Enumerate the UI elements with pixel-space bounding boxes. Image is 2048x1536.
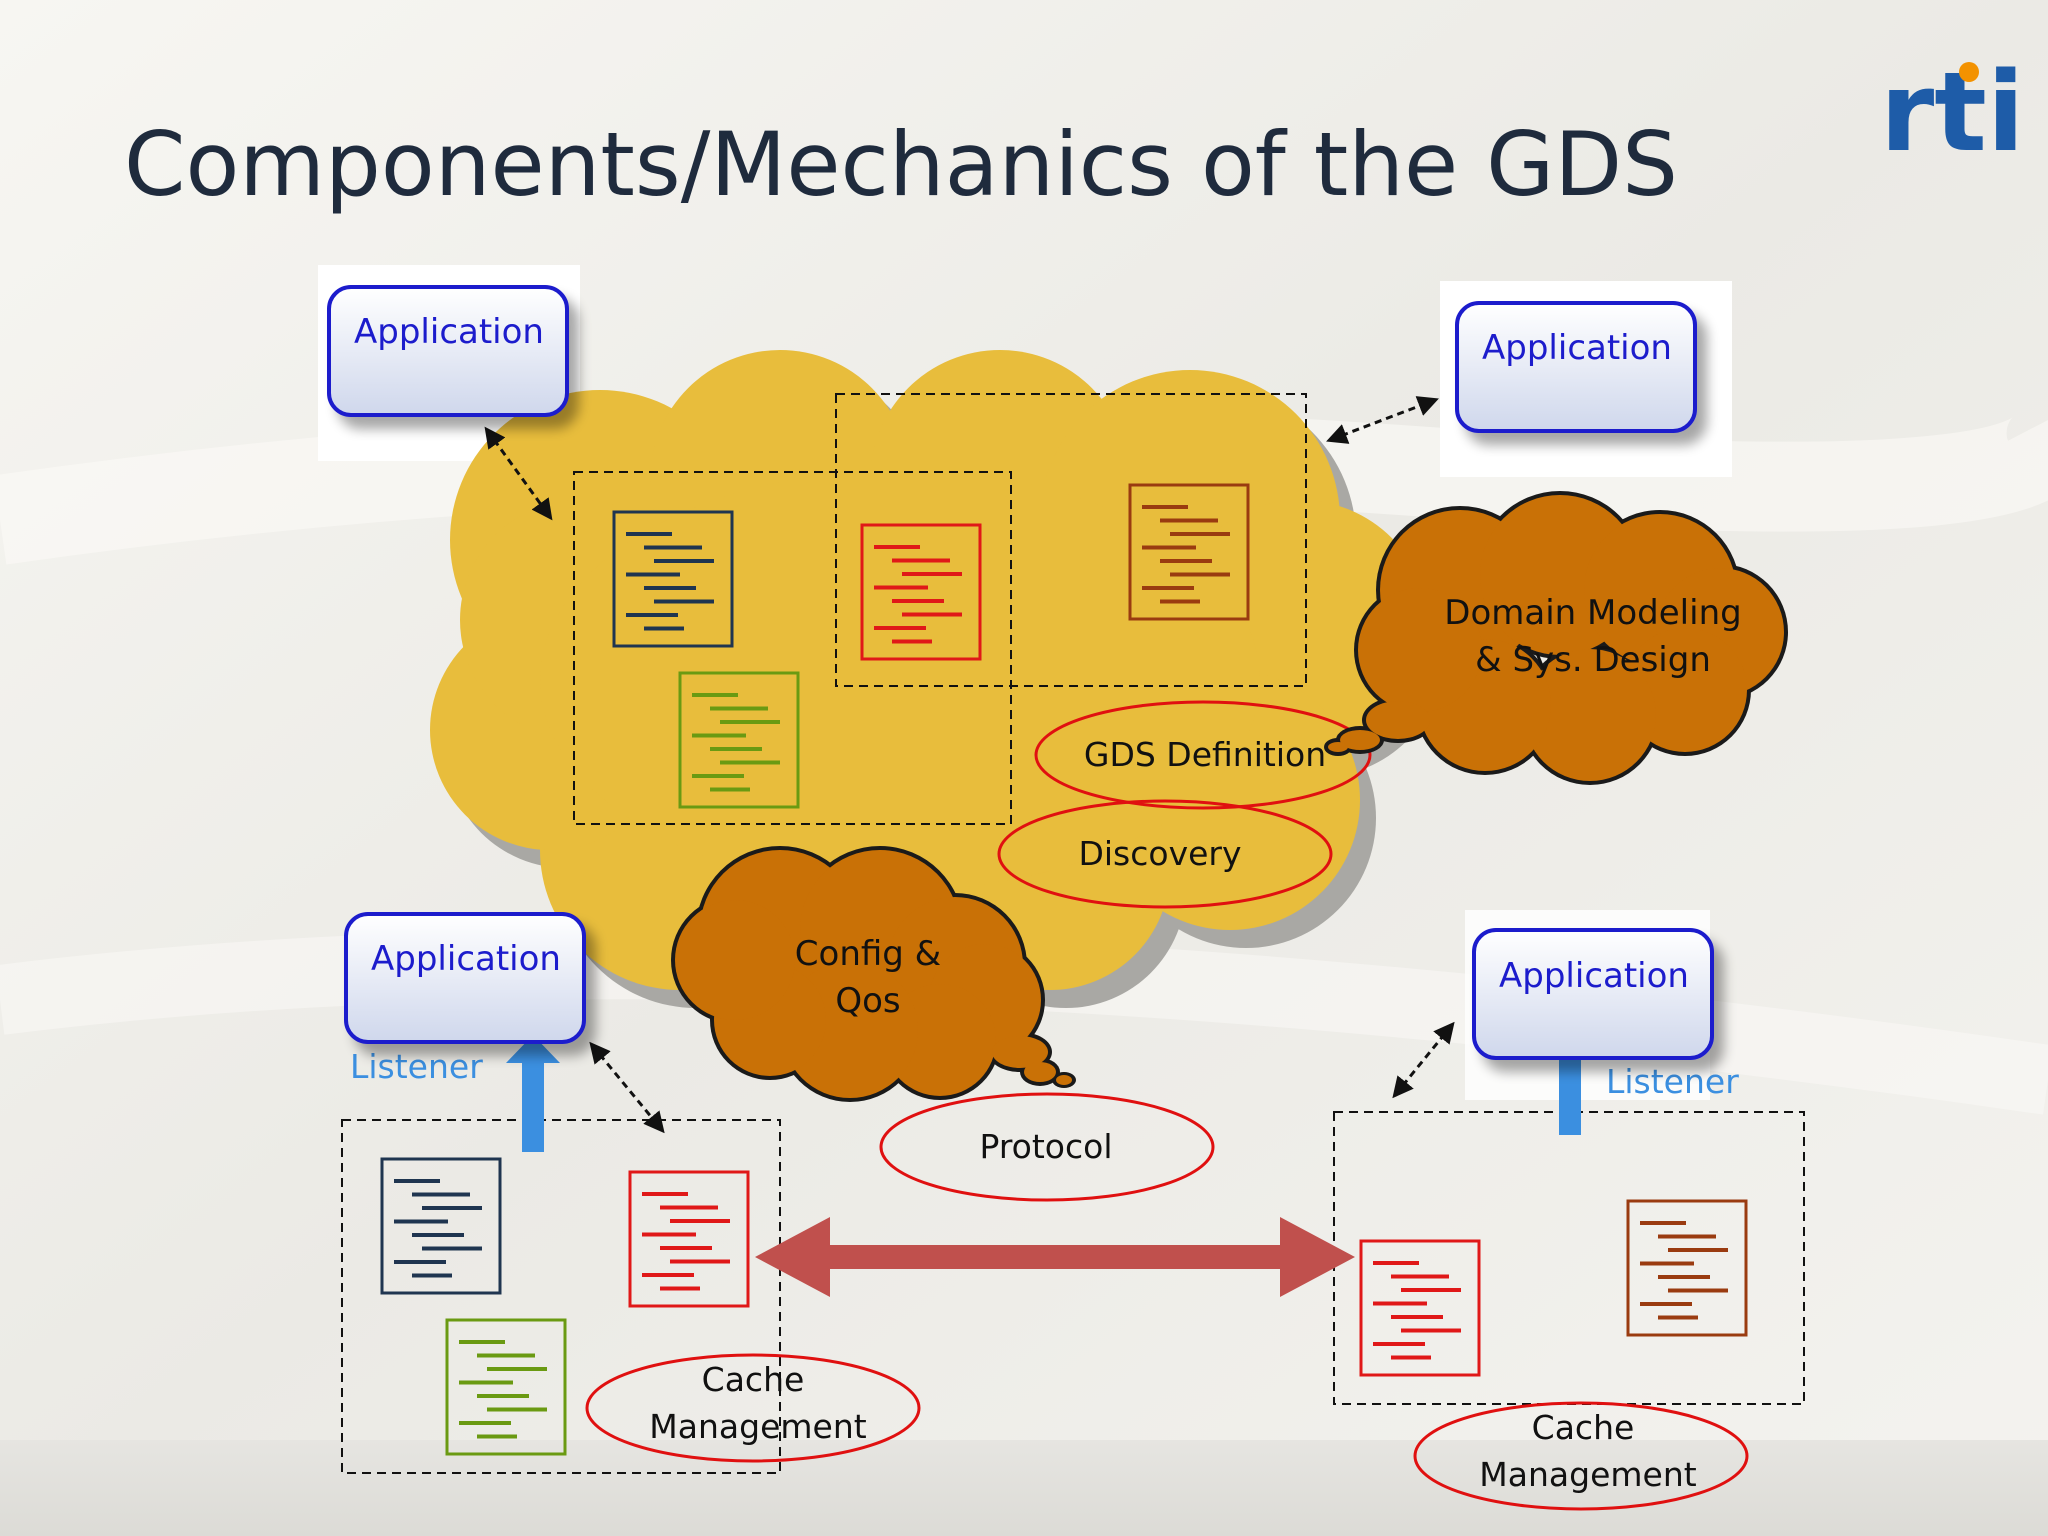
cache-left-label-1: Cache (702, 1360, 805, 1399)
application-box-3[interactable]: Application (344, 912, 586, 1044)
document-frame (860, 523, 982, 661)
application-boxes: Application Application Application Appl… (327, 285, 1714, 1060)
doc-red-gds (860, 523, 982, 661)
cache-right-label-2: Management (1479, 1455, 1696, 1494)
arrow-app1-gds (484, 426, 553, 521)
application-box-4[interactable]: Application (1472, 928, 1714, 1060)
doc-brown-cache-right (1626, 1199, 1748, 1337)
domain-modeling-line-2: & Sys. Design (1475, 640, 1711, 680)
arrow-app4-cache (1392, 1021, 1455, 1099)
config-qos-line-2: Qos (835, 981, 900, 1021)
rti-logo: rti (1880, 48, 2025, 176)
application-label-2: Application (1482, 328, 1672, 368)
domain-modeling-cloud: Domain Modeling & Sys. Design (1324, 491, 1788, 785)
application-label-1: Application (354, 312, 544, 352)
doc-navy-cache-left (380, 1157, 502, 1295)
protocol-ellipse (879, 1092, 1215, 1202)
doc-red-cache-right (1359, 1239, 1481, 1377)
protocol-label: Protocol (980, 1127, 1113, 1166)
document-frame (380, 1157, 502, 1295)
page-title: Components/Mechanics of the GDS (124, 113, 1678, 216)
discovery-ellipse (997, 799, 1333, 909)
doc-navy-gds (612, 510, 734, 648)
document-frame (1359, 1239, 1481, 1377)
cache-right-ellipse (1413, 1401, 1749, 1511)
doc-green-cache-left (445, 1318, 567, 1456)
doc-green-gds (678, 671, 800, 809)
cache-right-label-1: Cache (1532, 1408, 1635, 1447)
dashed-box-gds-left (573, 471, 1012, 825)
domain-modeling-line-1: Domain Modeling (1444, 593, 1741, 633)
doc-red-cache-left (628, 1170, 750, 1308)
application-box-2[interactable]: Application (1455, 301, 1697, 433)
document-frame (1128, 483, 1250, 621)
mechanism-ellipses (585, 700, 1749, 1511)
logo-text: rti (1880, 48, 2025, 176)
arrow-app2-gds (1326, 396, 1439, 444)
cache-left-ellipse (585, 1353, 921, 1463)
document-frame (628, 1170, 750, 1308)
bottom-band (0, 1440, 2048, 1536)
protocol-arrow (755, 1217, 1355, 1297)
document-frame (445, 1318, 567, 1456)
discovery-label: Discovery (1078, 834, 1241, 873)
document-icons (380, 483, 1748, 1456)
application-box-1[interactable]: Application (327, 285, 569, 417)
listener-label-left: Listener (350, 1047, 483, 1086)
listener-arrow-left (506, 1035, 560, 1152)
document-frame (1626, 1199, 1748, 1337)
document-frame (678, 671, 800, 809)
config-qos-line-1: Config & (795, 934, 941, 974)
gds-definition-label: GDS Definition (1084, 735, 1326, 774)
gds-definition-ellipse (1034, 700, 1372, 810)
config-qos-cloud: Config & Qos (671, 846, 1076, 1102)
cache-left-label-2: Management (649, 1407, 866, 1446)
application-label-3: Application (371, 939, 561, 979)
logo-dot (1959, 62, 1979, 82)
dashed-box-bottom-left (341, 1119, 781, 1474)
doc-brown-gds (1128, 483, 1250, 621)
arrow-app3-cache (589, 1041, 665, 1134)
listener-label-right: Listener (1606, 1062, 1739, 1101)
connector-arrows (484, 396, 1455, 1134)
document-frame (612, 510, 734, 648)
application-label-4: Application (1499, 956, 1689, 996)
dashed-box-gds-right (835, 393, 1307, 687)
